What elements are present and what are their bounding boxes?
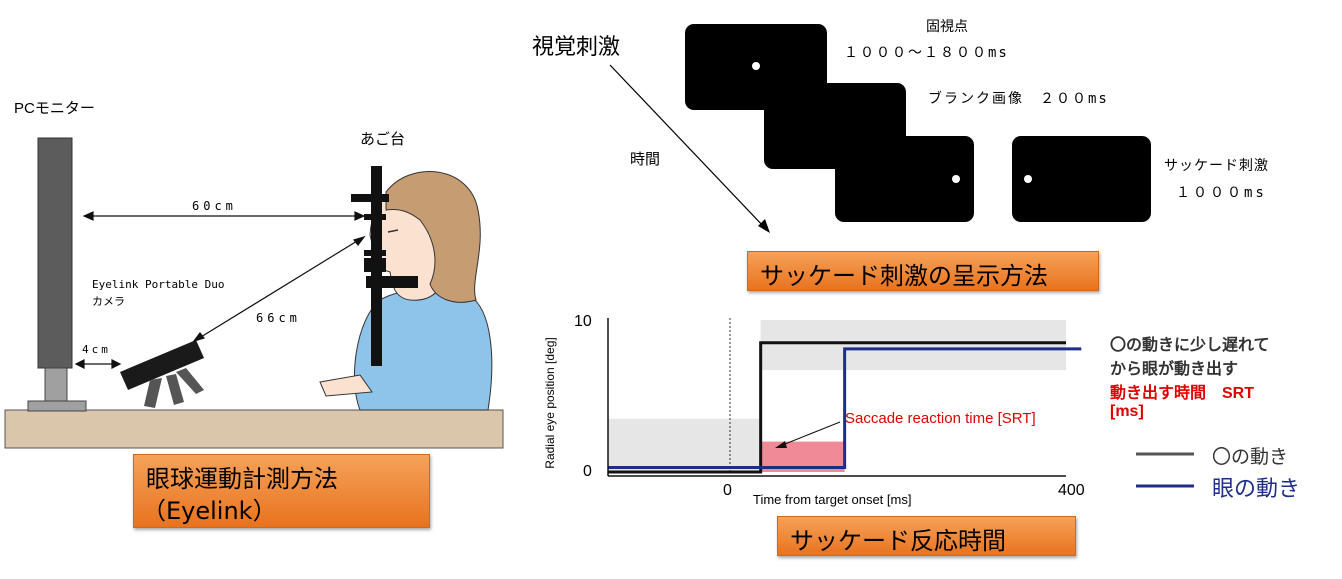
setup-caption-line2: （Eyelink） (142, 497, 277, 525)
y-tick-10: 10 (574, 313, 592, 330)
time-label: 時間 (630, 151, 661, 168)
y-axis-label: Radial eye position [deg] (543, 337, 557, 469)
srt-caption-text: サッケード反応時間 (790, 527, 1006, 555)
chinrest-label: あご台 (360, 131, 406, 148)
srt-annotation-arrow (775, 421, 841, 448)
fixation-point (752, 62, 760, 70)
x-tick-400: 400 (1058, 482, 1085, 499)
time-arrow (609, 64, 770, 233)
saccade-screen-right (835, 136, 974, 222)
distance-60cm-label: 60cm (192, 199, 237, 213)
srt-caption: サッケード反応時間 (777, 516, 1076, 556)
target-left (1024, 175, 1032, 183)
shaded-band-1 (760, 320, 1066, 371)
legend-eye-label: 眼の動き (1212, 476, 1301, 501)
chin-rest (351, 166, 418, 366)
stimulus-caption: サッケード刺激の呈示方法 (747, 251, 1099, 291)
stimulus-caption-text: サッケード刺激の呈示方法 (760, 262, 1048, 290)
y-tick-0: 0 (583, 463, 592, 480)
shaded-band-0 (608, 418, 761, 472)
explanation-line3: 動き出す時間 SRT (1110, 385, 1255, 402)
target-position-line (608, 341, 1066, 474)
legend-target-label: 〇の動き (1212, 447, 1289, 468)
monitor (37, 137, 73, 369)
eye-position-line (608, 347, 1082, 469)
saccade-label: サッケード刺激 (1164, 157, 1269, 173)
explanation-line4: [ms] (1110, 403, 1144, 420)
srt-annotation: Saccade reaction time [SRT] (845, 410, 1036, 427)
setup-caption-line1: 眼球運動計測方法 (146, 465, 338, 493)
subject-figure (319, 171, 493, 411)
explanation-line2: から眼が動き出す (1110, 361, 1239, 378)
distance-arrows (74, 211, 366, 369)
eyelink-camera (120, 340, 204, 408)
saccade-screen-left (1012, 136, 1151, 222)
visual-stimulus-label: 視覚刺激 (532, 35, 621, 60)
blank-label: ブランク画像 ２００ms (928, 91, 1109, 107)
x-axis-label: Time from target onset [ms] (753, 492, 912, 507)
camera-label-model: Eyelink Portable Duo (92, 278, 225, 291)
camera-label-name: カメラ (92, 295, 125, 308)
table (4, 409, 504, 449)
monitor-base (27, 400, 87, 412)
target-right (952, 175, 960, 183)
fixation-duration: １０００～１８００ms (844, 45, 1009, 61)
saccade-duration: １０００ms (1176, 185, 1267, 201)
distance-66cm-label: 66cm (256, 311, 301, 325)
distance-4cm-label: 4cm (82, 343, 111, 356)
fixation-label: 固視点 (926, 18, 968, 34)
setup-caption: 眼球運動計測方法 （Eyelink） (133, 454, 430, 528)
monitor-label: PCモニター (14, 100, 95, 117)
explanation-line1: 〇の動きに少し遅れて (1110, 337, 1270, 354)
x-tick-0: 0 (723, 482, 732, 499)
